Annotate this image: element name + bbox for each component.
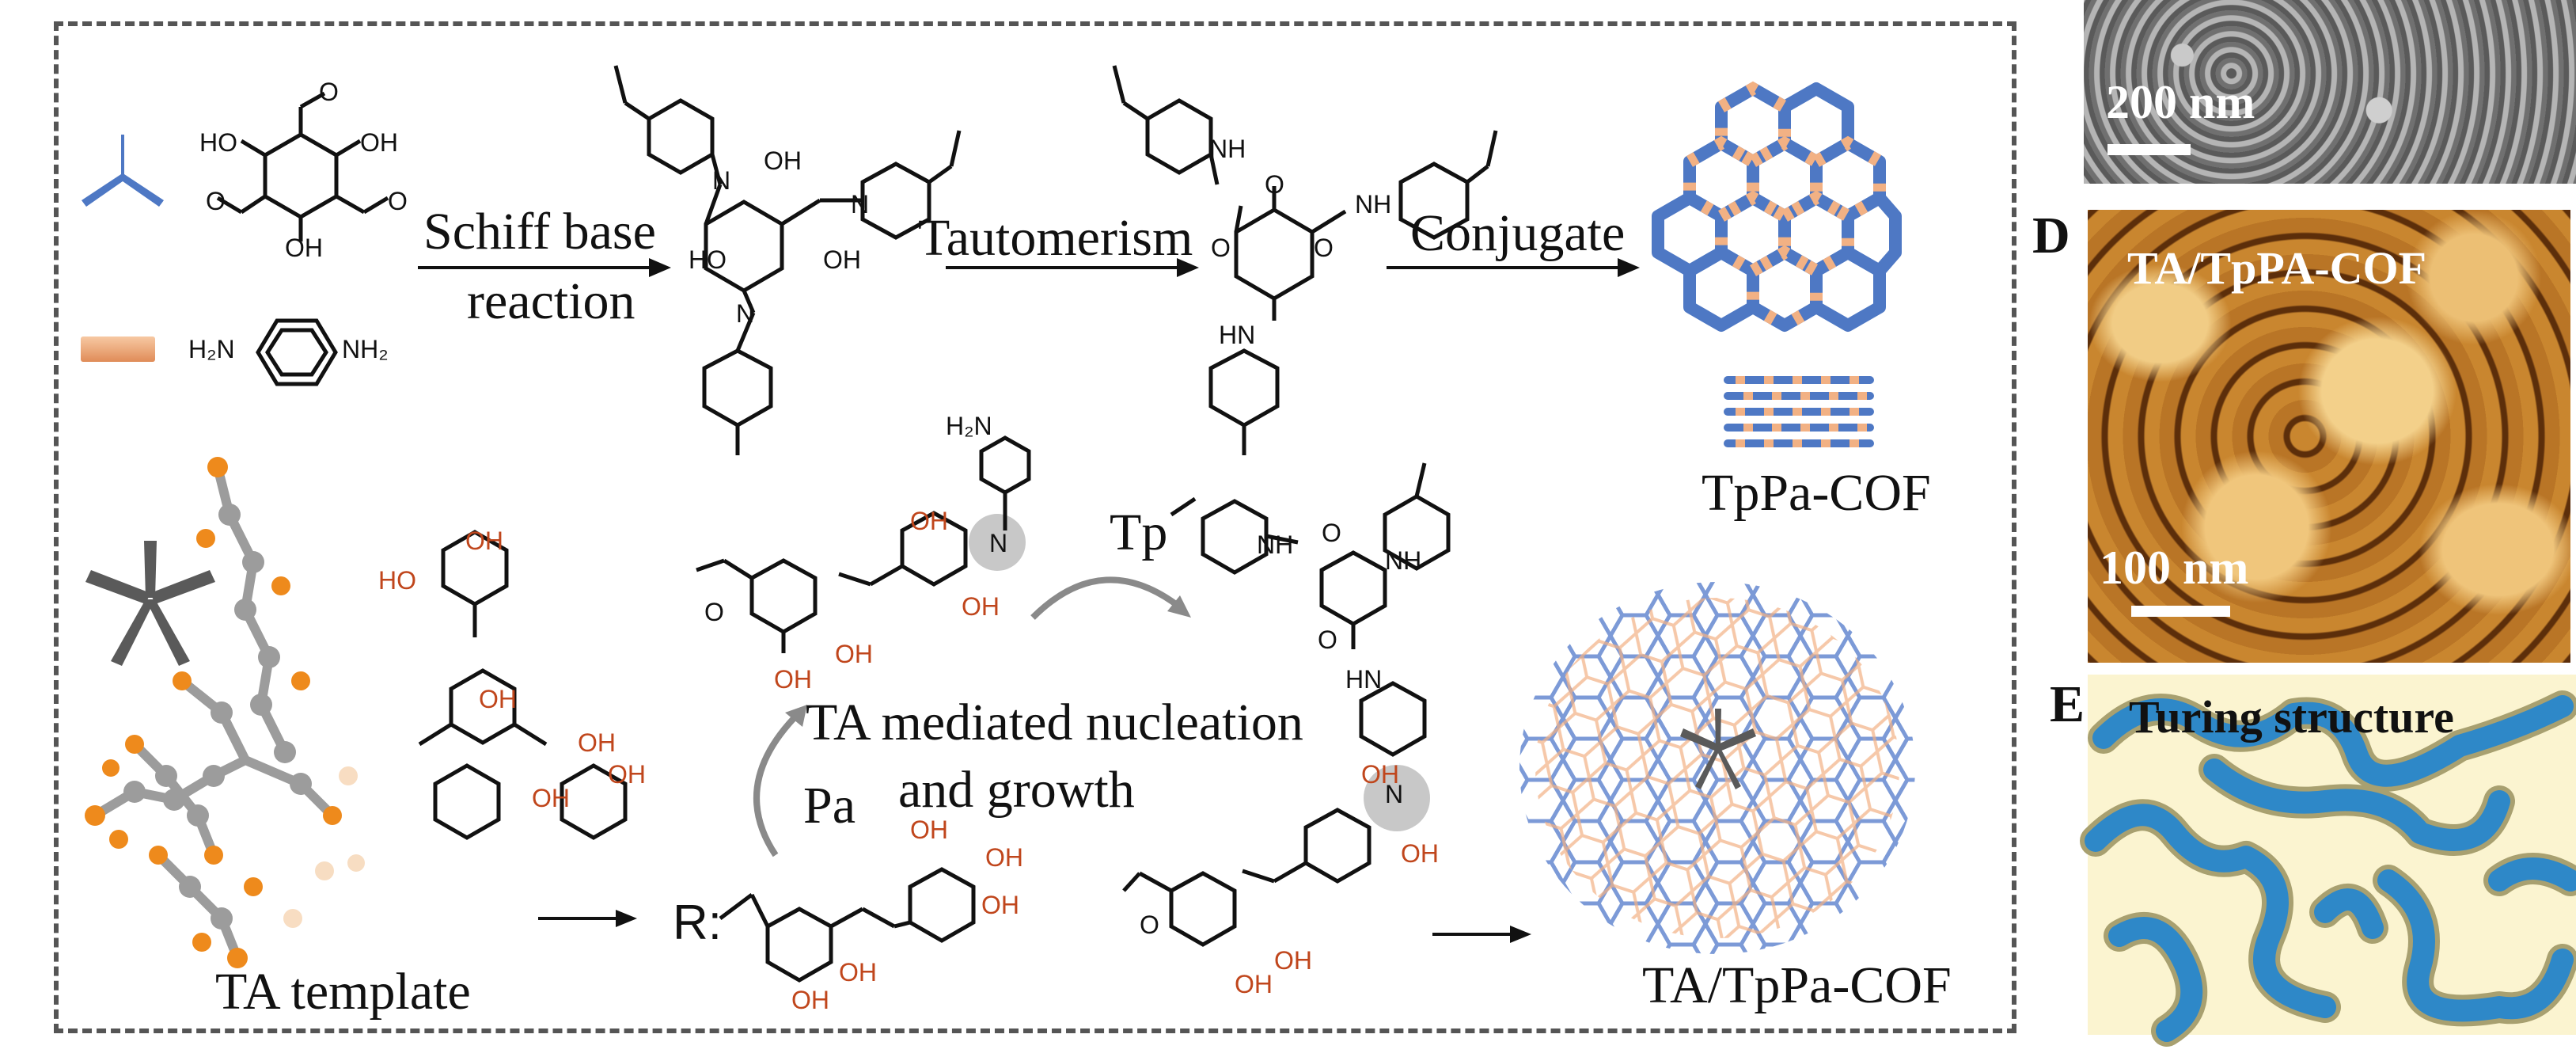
tautomerism-label: Tautomerism	[918, 209, 1193, 267]
imine-n-1: N	[712, 166, 731, 195]
amine-oh-top: OH	[910, 507, 948, 535]
schiff-base-label-1: Schiff base	[423, 203, 656, 260]
tppa-cof-label: TpPa-COF	[1702, 464, 1931, 522]
ta-oh-4: OH	[608, 760, 646, 789]
scheme-frame	[54, 21, 2016, 1033]
turing-pattern	[2080, 675, 2576, 1047]
ta-tppa-cof-network	[1519, 582, 1915, 954]
ta-oh-2: OH	[532, 784, 570, 812]
amine-oh-2: OH	[835, 640, 873, 668]
panel-e-title: Turing structure	[2129, 691, 2454, 743]
ta-tppa-cof-label: TA/TpPa-COF	[1642, 956, 1952, 1014]
frag-oh-1: OH	[1361, 760, 1399, 789]
linker-rod-icon	[81, 336, 155, 362]
ta-skeletal-structure	[418, 530, 628, 840]
template-to-r-arrow	[538, 910, 637, 927]
amine-oh-bottom: OH	[962, 592, 1000, 621]
keto-o-right: O	[1314, 234, 1334, 262]
imine-n-3: N	[736, 299, 755, 328]
imine-structure	[613, 65, 962, 455]
gallate-oh-1: OH	[910, 816, 948, 844]
frag-oh-3: OH	[1274, 946, 1312, 975]
ta-oh-3: OH	[578, 728, 616, 757]
frag-o-left: O	[1140, 911, 1159, 939]
panel-e-letter: E	[2050, 675, 2085, 733]
ta-oh-5: OH	[479, 685, 517, 713]
imine-oh-right: OH	[823, 245, 861, 274]
pa-curved-arrow	[753, 705, 807, 857]
ta-ho-1: HO	[378, 566, 416, 595]
tppa-cof-honeycomb	[1652, 81, 1902, 333]
amine-o-left: O	[704, 598, 724, 626]
amine-intermediate-structure	[696, 435, 1031, 653]
sem-scale-label: 200 nm	[2106, 76, 2255, 128]
tp-oxygen-top: O	[319, 78, 339, 106]
star-template-icon	[85, 541, 215, 666]
r-label: R:	[673, 895, 722, 950]
pa-monomer-ring	[256, 318, 338, 386]
imine-n-2: N	[851, 190, 870, 219]
keto-o-left: O	[1211, 234, 1231, 262]
tppa-cof-stacked-layers	[1724, 376, 1874, 447]
frag-o-top: O	[1322, 519, 1341, 547]
schiff-base-arrow	[418, 258, 671, 277]
ta-bound-cof-fragment	[1122, 462, 1451, 947]
ta-mediated-label-2: and growth	[898, 761, 1135, 819]
gallate-oh-5: OH	[791, 986, 829, 1014]
tp-monomer-structure	[216, 91, 389, 241]
frag-n: N	[1385, 780, 1404, 808]
amine-oh-3: OH	[774, 665, 812, 694]
sem-scale-bar	[2107, 144, 2191, 155]
fragment-to-cof-arrow	[1432, 926, 1531, 943]
pa-label: Pa	[803, 777, 856, 835]
pa-h2n: H₂N	[188, 335, 235, 363]
tripod-icon	[82, 135, 164, 207]
afm-scale-label: 100 nm	[2100, 542, 2249, 594]
amine-n: N	[989, 529, 1008, 557]
tp-oh-bottom: OH	[285, 234, 323, 262]
sem-image: 200 nm	[2084, 0, 2576, 184]
tp-label: Tp	[1110, 504, 1168, 561]
conjugate-arrow	[1387, 258, 1640, 277]
panel-d-letter: D	[2032, 207, 2070, 264]
amine-h2n: H₂N	[946, 412, 992, 440]
frag-o-bottom: O	[1318, 625, 1337, 654]
tp-oh-right: OH	[360, 128, 398, 157]
keto-nh-right: NH	[1355, 190, 1392, 219]
panel-d-title: TA/TpPA-COF	[2127, 242, 2427, 294]
ta-oh-1: OH	[465, 527, 503, 555]
frag-oh-2: OH	[1401, 839, 1439, 868]
tp-oxygen-right: O	[388, 187, 408, 215]
curved-arrow-icon	[1030, 576, 1191, 620]
frag-hn: HN	[1345, 665, 1383, 694]
afm-scale-bar	[2131, 606, 2230, 617]
keto-hn: NH	[1209, 135, 1246, 163]
imine-ho-left: HO	[689, 245, 727, 274]
tp-oxygen-left: O	[206, 187, 226, 215]
tp-ho-left: HO	[199, 128, 237, 157]
frag-oh-4: OH	[1235, 970, 1273, 998]
tautomerism-arrow	[946, 258, 1199, 277]
afm-image: TA/TpPA-COF 100 nm	[2088, 210, 2570, 663]
conjugate-label: Conjugate	[1410, 204, 1626, 262]
keto-o-top: O	[1265, 170, 1284, 199]
ta-molecule-model	[85, 457, 365, 968]
imine-oh-top: OH	[764, 146, 802, 175]
ta-template-label: TA template	[215, 963, 471, 1021]
r-gallate-structure	[719, 867, 976, 983]
gallate-oh-4: OH	[839, 958, 877, 987]
keto-hn-bottom: HN	[1219, 321, 1256, 349]
schiff-base-label-2: reaction	[467, 272, 635, 330]
frag-nh-left: NH	[1257, 530, 1294, 559]
gallate-oh-2: OH	[985, 843, 1023, 872]
gallate-oh-3: OH	[981, 891, 1019, 919]
ta-mediated-label-1: TA mediated nucleation	[806, 694, 1303, 751]
keto-structure	[1112, 65, 1498, 455]
frag-nh-right: NH	[1385, 546, 1422, 575]
pa-nh2: NH₂	[342, 335, 389, 363]
